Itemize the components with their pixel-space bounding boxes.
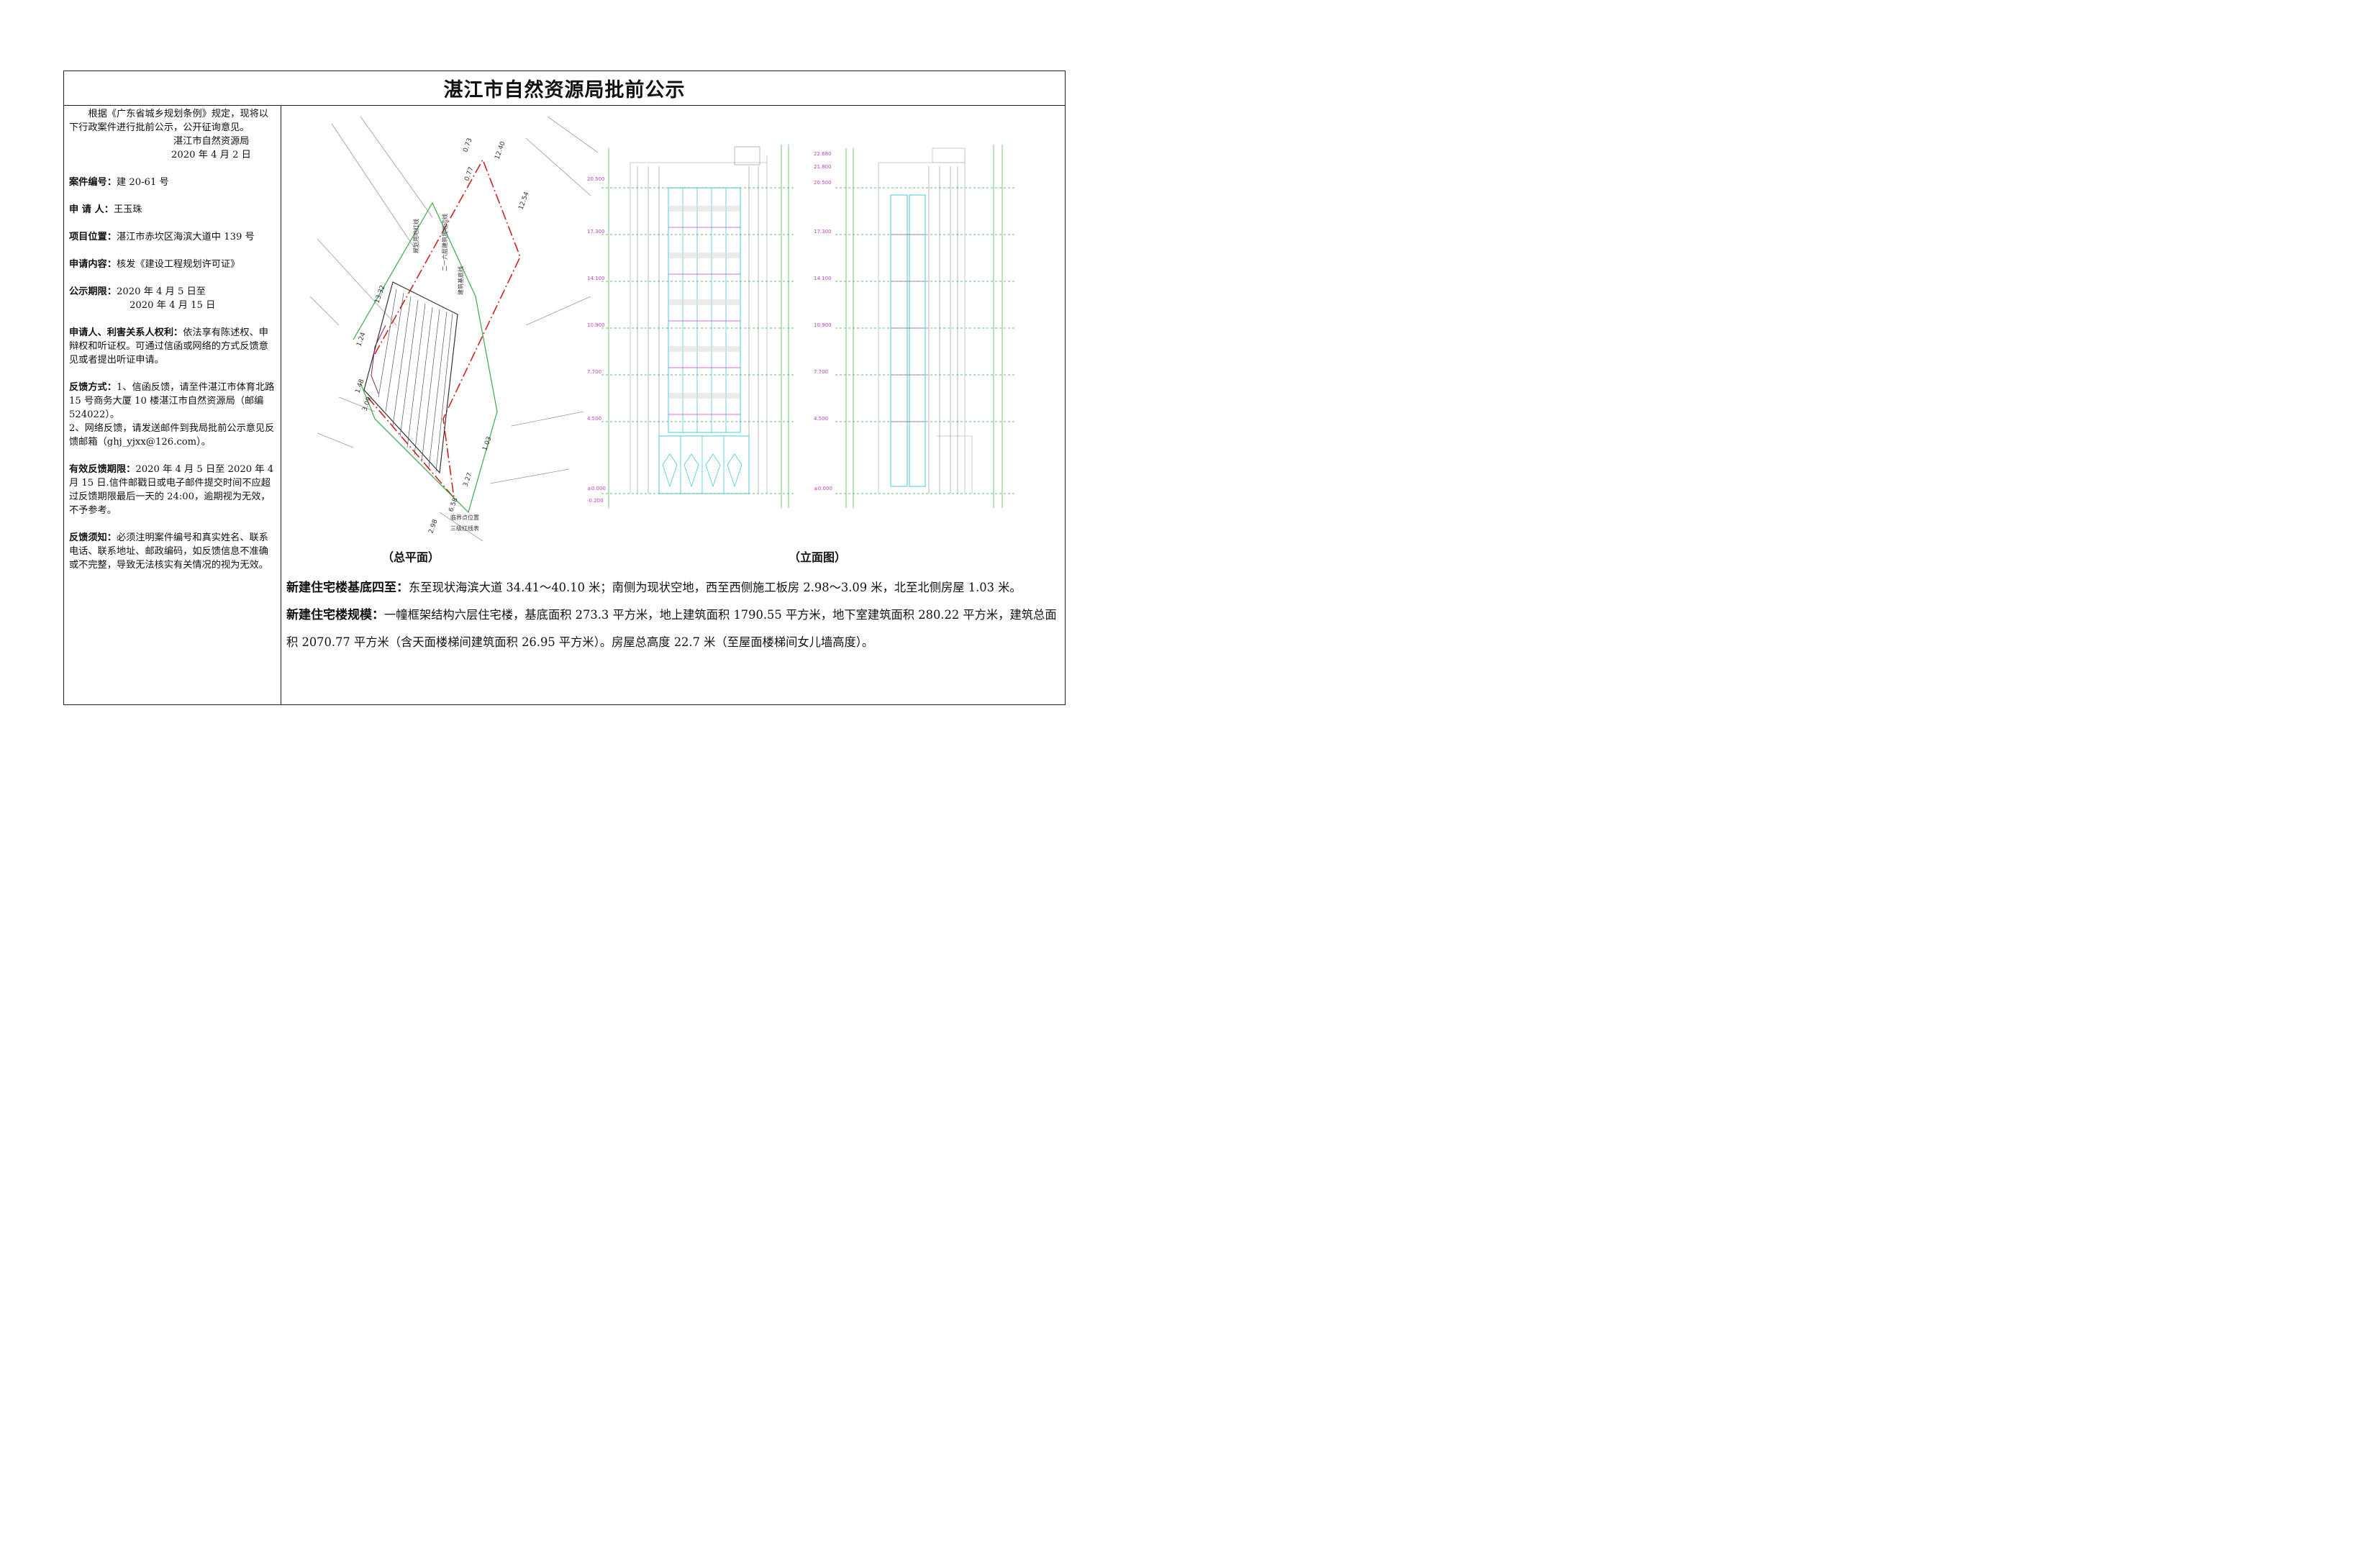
boundary-label: 新建住宅楼基底四至： [286, 581, 409, 595]
issuer-name: 湛江市自然资源局 [173, 136, 250, 147]
feedback-item-1: 1、信函反馈，请至件湛江市体育北路 15 号商务大厦 10 楼湛江市自然资源局（… [69, 382, 275, 420]
scale-label: 新建住宅楼规模： [286, 608, 384, 622]
period-start: 2020 年 4 月 5 日至 [116, 286, 206, 297]
page-title: 湛江市自然资源局批前公示 [443, 79, 686, 101]
notes-label: 反馈须知： [69, 532, 117, 543]
content-value: 核发《建设工程规划许可证》 [116, 259, 240, 270]
scale-text: 一幢框架结构六层住宅楼，基底面积 273.3 平方米，地上建筑面积 1790.5… [286, 608, 1057, 649]
site-note-grade: 三级红线表 [450, 525, 479, 532]
location-label: 项目位置： [69, 232, 117, 242]
location-line: 项目位置：湛江市赤坎区海滨大道中 139 号 [69, 230, 276, 244]
site-note-red-line: 规划用地红线 [412, 219, 419, 253]
case-number-label: 案件编号： [69, 177, 117, 188]
site-dim-7: 3.27 [462, 472, 473, 488]
site-note-boundary: 二一六层建筑用地边线 [441, 214, 448, 271]
side-level-5: 10.900 [814, 322, 832, 328]
feedback-paragraph: 反馈方式：1、信函反馈，请至件湛江市体育北路 15 号商务大厦 10 楼湛江市自… [69, 381, 276, 422]
front-level-3: 17.300 [587, 229, 605, 235]
site-dim-10: 1.24 [355, 332, 367, 348]
applicant-value: 王玉珠 [113, 204, 142, 215]
deadline-text: 2020 年 4 月 5 日至 2020 年 4 月 15 日.信件邮戳日或电子… [69, 464, 274, 516]
front-level-9: -0.200 [587, 498, 604, 504]
front-level-8: ±0.000 [587, 486, 606, 491]
feedback-item-2: 2、网络反馈，请发送邮件到我局批前公示意见反馈邮箱（ghj_yjxx@126.c… [69, 423, 275, 448]
site-dim-9: 2.98 [427, 519, 439, 535]
deadline-paragraph: 有效反馈期限：2020 年 4 月 5 日至 2020 年 4 月 15 日.信… [69, 463, 276, 517]
site-dim-12: 6.58 [448, 497, 459, 514]
site-dim-4: 0.77 [463, 166, 475, 182]
front-level-5: 10.900 [587, 322, 605, 328]
building-description: 新建住宅楼基底四至：东至现状海滨大道 34.41～40.10 米；南侧为现状空地… [281, 573, 1065, 704]
front-level-4: 14.100 [587, 276, 605, 281]
site-boundary-green [353, 201, 498, 514]
front-level-2: 20.500 [587, 176, 605, 182]
building-footprint [363, 281, 458, 474]
site-plan-caption: （总平面） [382, 550, 440, 564]
content-label: 申请内容： [69, 259, 117, 270]
site-dim-1: 0.73 [462, 137, 473, 153]
period-line: 公示期限：2020 年 4 月 5 日至 [69, 285, 276, 299]
feedback-label: 反馈方式： [69, 382, 117, 393]
site-dim-5: 13.32 [373, 284, 386, 304]
notes-paragraph: 反馈须知：必须注明案件编号和真实姓名、联系电话、联系地址、邮政编码，如反馈信息不… [69, 531, 276, 572]
drawings-and-description: 0.73 12.40 12.54 0.77 13.32 1.03 3.27 3.… [281, 105, 1065, 704]
side-level-4: 14.100 [814, 276, 832, 281]
notice-frame: 湛江市自然资源局批前公示 根据《广东省城乡规划条例》规定，现将以下行政案件进行批… [63, 71, 1066, 705]
side-level-3: 17.300 [814, 229, 832, 235]
period-label: 公示期限： [69, 286, 117, 297]
boundary-paragraph: 新建住宅楼基底四至：东至现状海滨大道 34.41～40.10 米；南侧为现状空地… [286, 574, 1059, 602]
side-level-8: ±0.000 [814, 486, 832, 491]
drawings-area: 0.73 12.40 12.54 0.77 13.32 1.03 3.27 3.… [281, 105, 1065, 573]
deadline-label: 有效反馈期限： [69, 464, 136, 475]
notice-info-column: 根据《广东省城乡规划条例》规定，现将以下行政案件进行批前公示，公开征询意见。 湛… [64, 105, 281, 704]
site-dim-6: 1.03 [481, 436, 493, 452]
title-row: 湛江市自然资源局批前公示 [64, 71, 1065, 106]
land-red-line [367, 158, 521, 500]
front-level-6: 7.700 [587, 369, 601, 375]
site-dim-3: 12.54 [517, 191, 530, 211]
applicant-label: 申 请 人： [69, 204, 114, 215]
notes-text: 必须注明案件编号和真实姓名、联系电话、联系地址、邮政编码，如反馈信息不准确或不完… [69, 532, 268, 571]
scale-paragraph: 新建住宅楼规模：一幢框架结构六层住宅楼，基底面积 273.3 平方米，地上建筑面… [286, 602, 1059, 655]
intro-text: 根据《广东省城乡规划条例》规定，现将以下行政案件进行批前公示，公开征询意见。 [69, 109, 268, 133]
rights-label: 申请人、利害关系人权利： [69, 327, 183, 338]
elevation-windows-side [890, 194, 926, 487]
side-level-1: 21.800 [814, 164, 832, 170]
case-number-line: 案件编号：建 20-61 号 [69, 176, 276, 189]
rights-paragraph: 申请人、利害关系人权利：依法享有陈述权、申辩权和听证权。可通过信函或网络的方式反… [69, 326, 276, 367]
front-level-7: 4.500 [587, 416, 601, 422]
elevation-windows-front [658, 187, 750, 494]
elevation-drawing-front: 20.500 17.300 14.100 10.900 7.700 4.500 … [587, 145, 796, 508]
side-level-7: 4.500 [814, 416, 828, 422]
period-end: 2020 年 4 月 15 日 [130, 300, 216, 311]
applicant-line: 申 请 人：王玉珠 [69, 203, 276, 217]
issue-date: 2020 年 4 月 2 日 [171, 150, 251, 160]
boundary-text: 东至现状海滨大道 34.41～40.10 米；南侧为现状空地，西至西侧施工板房 … [409, 581, 1022, 594]
rights-text: 依法享有陈述权、申辩权和听证权。可通过信函或网络的方式反馈意见或者提出听证申请。 [69, 327, 268, 366]
elevation-caption: （立面图） [789, 550, 847, 564]
content-line: 申请内容：核发《建设工程规划许可证》 [69, 258, 276, 271]
side-level-2: 20.500 [814, 180, 832, 186]
site-plan-drawing: 0.73 12.40 12.54 0.77 13.32 1.03 3.27 3.… [310, 116, 598, 542]
site-note-footprint: 建筑基底线 [457, 266, 464, 295]
site-note-point: 临界点位置 [450, 514, 479, 521]
elevation-drawing-side: 22.680 21.800 20.500 17.300 14.100 10.90… [814, 145, 1015, 508]
case-number-value: 建 20-61 号 [116, 177, 169, 188]
side-level-0: 22.680 [814, 151, 832, 157]
location-value: 湛江市赤坎区海滨大道中 139 号 [116, 232, 255, 242]
site-dim-2: 12.40 [494, 140, 507, 160]
side-level-6: 7.700 [814, 369, 828, 375]
